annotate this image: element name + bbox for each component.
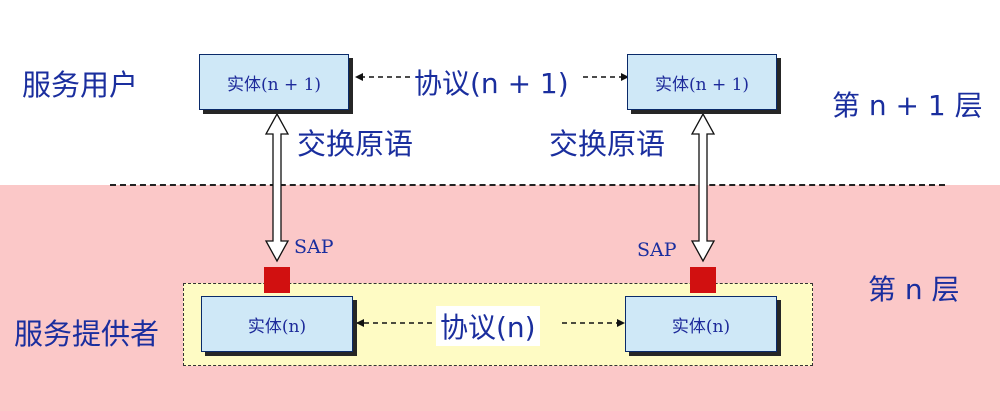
entity-n-right: 实体(n) [625,296,777,352]
entity-n-plus-1-right: 实体(n + 1) [627,54,777,110]
sap-point-left [264,267,290,293]
primitive-arrow-right [690,112,716,263]
service-user-label: 服务用户 [22,68,139,102]
layer-n-plus-1-label: 第 n + 1 层 [832,89,983,122]
sap-label-left: SAP [294,236,334,258]
sap-label-right: SAP [637,239,677,261]
primitive-arrow-left [264,112,290,263]
layer-n-label: 第 n 层 [868,273,960,306]
entity-n-left: 实体(n) [201,296,353,352]
primitive-label-left: 交换原语 [297,127,414,161]
entity-n-plus-1-left: 实体(n + 1) [199,54,349,110]
protocol-bottom-label: 协议(n) [436,306,540,346]
sap-point-right [690,267,716,293]
protocol-top-label: 协议(n + 1) [414,67,569,100]
primitive-label-right: 交换原语 [549,127,666,161]
layer-boundary-line [110,184,945,186]
service-provider-label: 服务提供者 [14,317,160,351]
